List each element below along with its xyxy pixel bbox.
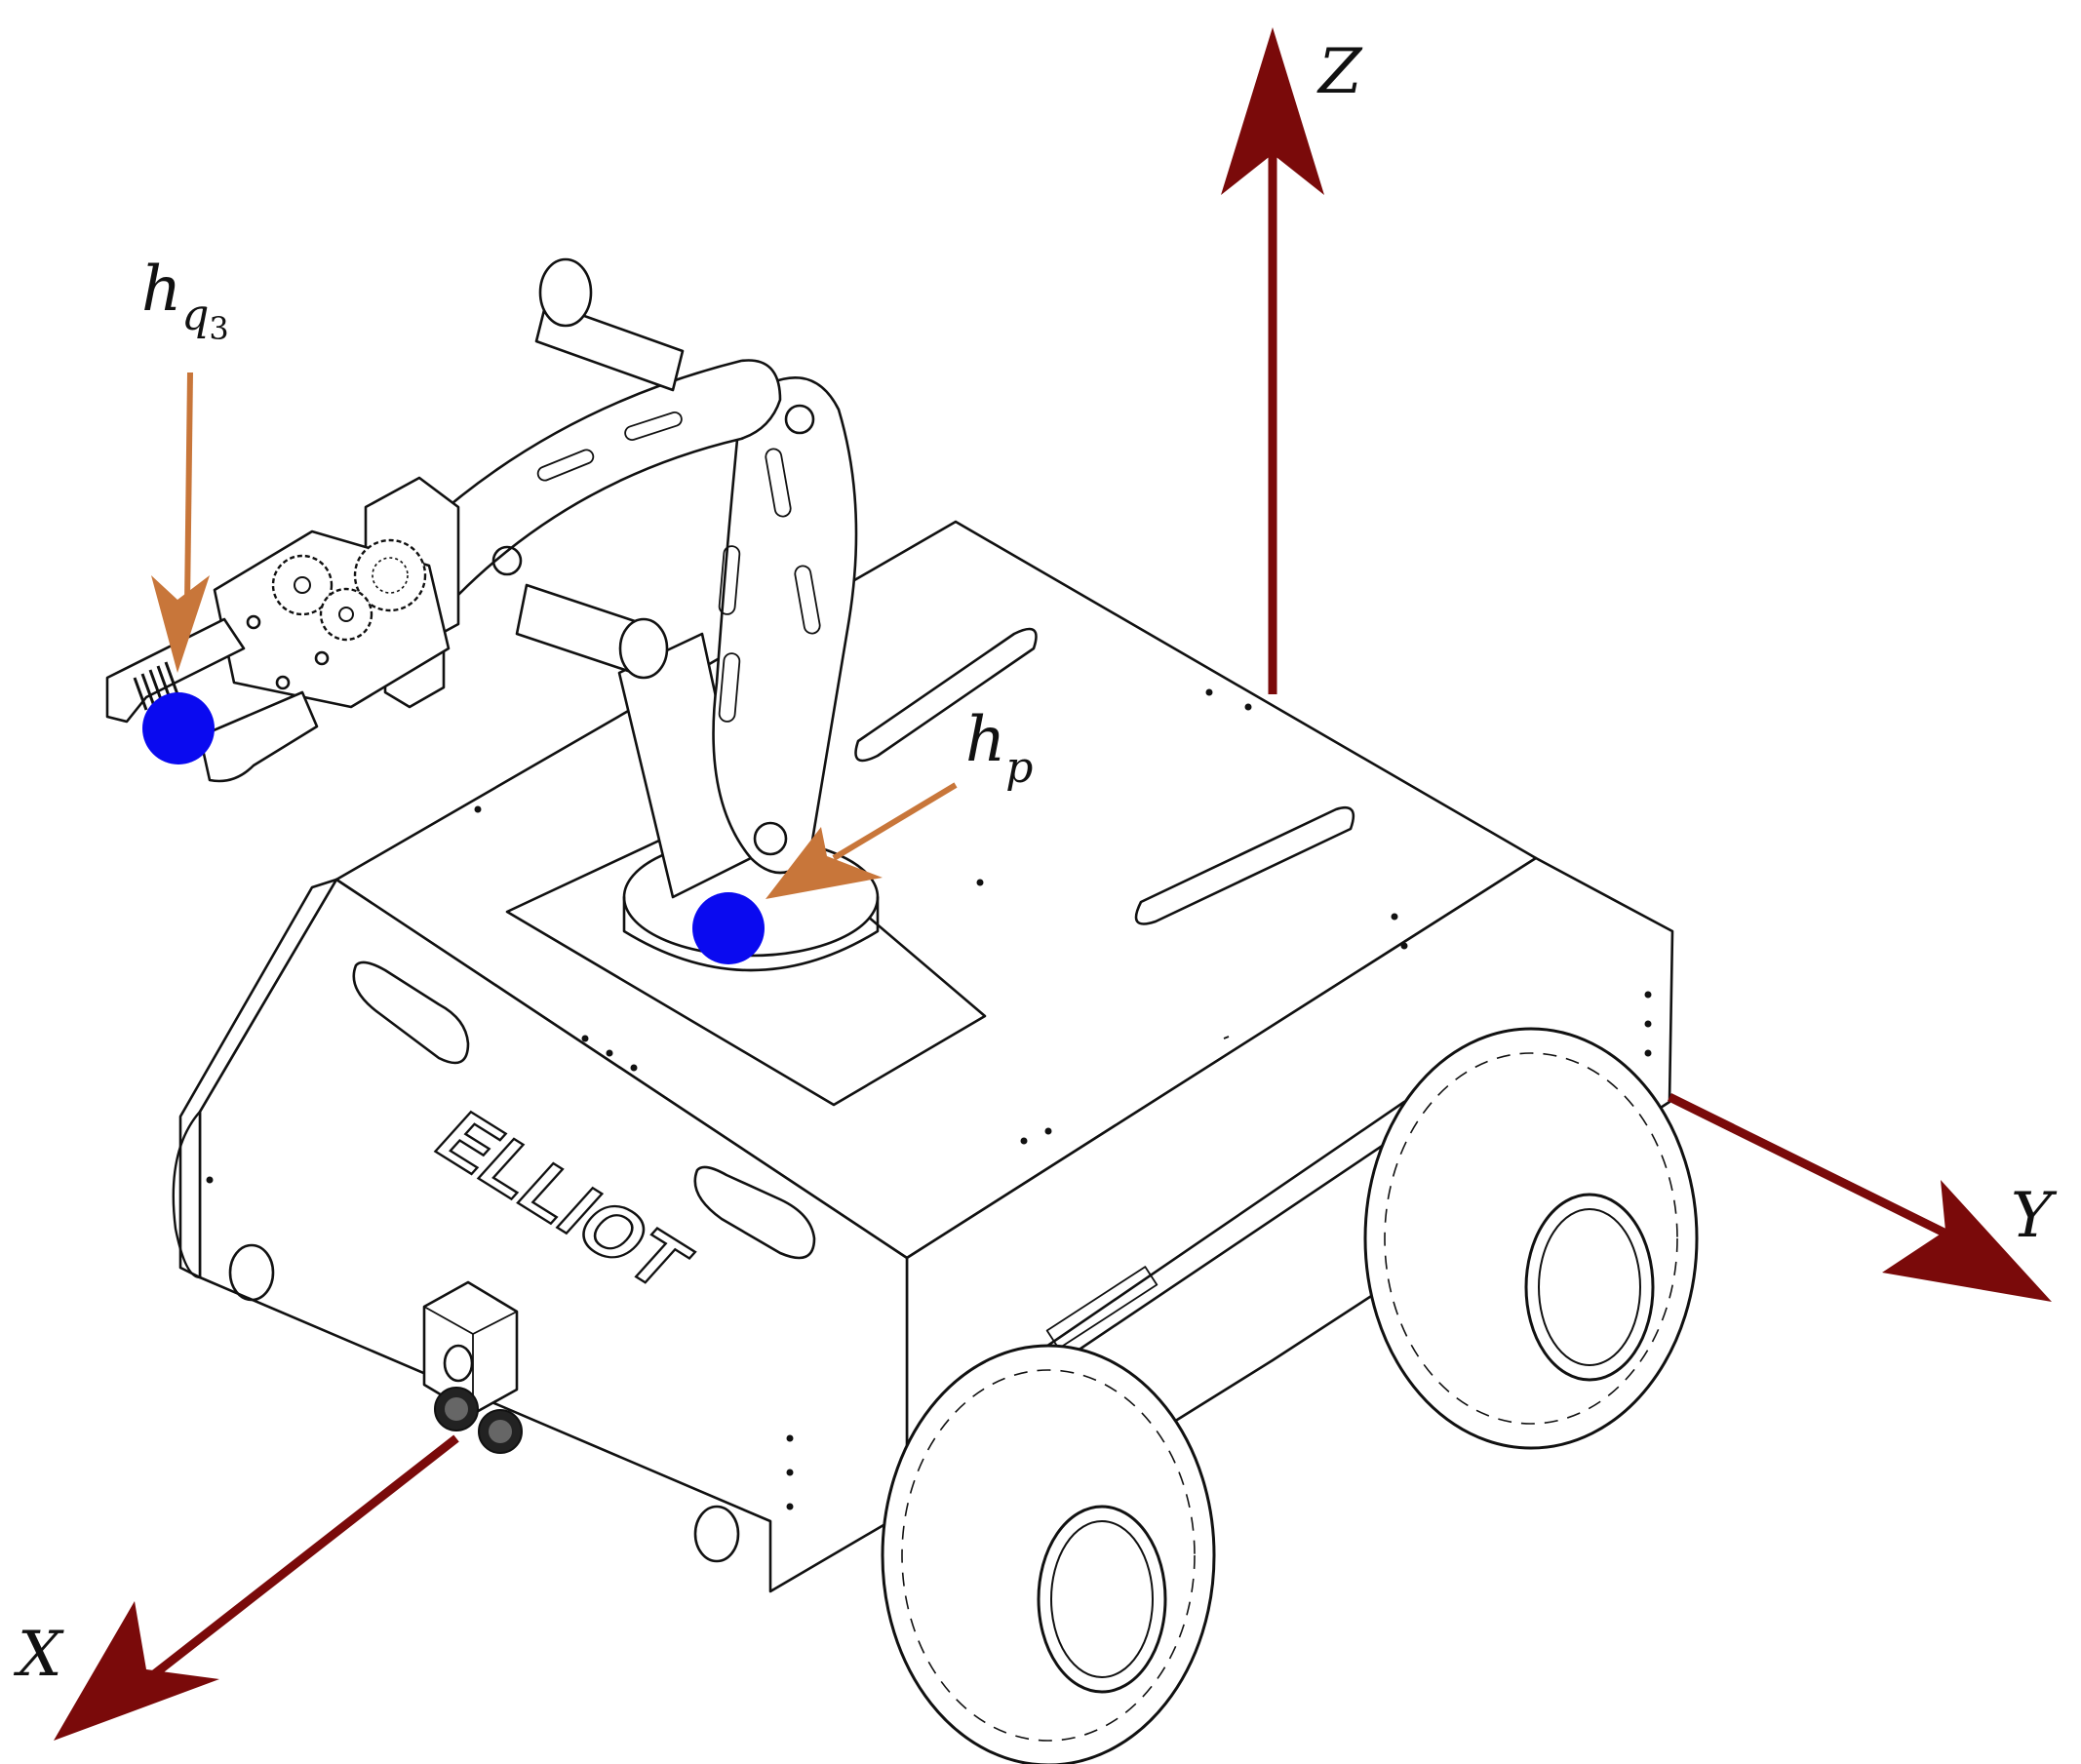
label-hq3: hq3	[141, 254, 229, 347]
rivets	[206, 688, 1652, 1510]
x-arrowhead	[54, 1601, 219, 1741]
y-arrowhead	[1882, 1180, 2052, 1302]
wheel-front-left	[172, 1111, 201, 1279]
wheel-rear-right	[1363, 1027, 1699, 1450]
gripper-jaw-lower	[198, 690, 319, 783]
pointer-hq3	[151, 372, 210, 673]
z-arrowhead	[1221, 27, 1324, 195]
top-slot-rear	[854, 627, 1038, 763]
marker-hp	[692, 892, 765, 964]
gripper-gears	[271, 538, 427, 642]
edge-line	[1535, 857, 1673, 932]
gripper-pad	[133, 661, 179, 711]
side-label-plate	[1045, 1266, 1158, 1350]
switch-button	[443, 1344, 474, 1383]
top-slot-right	[1134, 805, 1355, 925]
switch-box	[422, 1280, 519, 1416]
hq3-arrowhead	[151, 575, 210, 673]
hp-arrowhead	[766, 827, 883, 899]
robotic-arm	[105, 257, 880, 972]
front-lamp-right	[693, 1505, 740, 1563]
axis-z	[1221, 27, 1324, 694]
axis-label-y: Y	[2011, 1180, 2058, 1252]
robot-body: ELLIOT	[178, 520, 1674, 1593]
axis-label-z: Z	[1316, 36, 1363, 108]
front-slot-right	[693, 1165, 816, 1260]
marker-hq3	[142, 692, 215, 764]
axis-label-x: X	[13, 1619, 64, 1691]
elbow-motor	[515, 583, 669, 680]
front-lamp-left	[228, 1243, 275, 1302]
pointer-hp	[766, 782, 958, 899]
label-hp: hp	[965, 704, 1033, 793]
wheel-front-right	[881, 1344, 1216, 1764]
top-seam	[1223, 1036, 1230, 1039]
axis-x	[54, 1434, 459, 1741]
shoulder-motor	[534, 257, 685, 392]
front-slot-left	[352, 960, 470, 1065]
axis-y	[1668, 1092, 2052, 1302]
